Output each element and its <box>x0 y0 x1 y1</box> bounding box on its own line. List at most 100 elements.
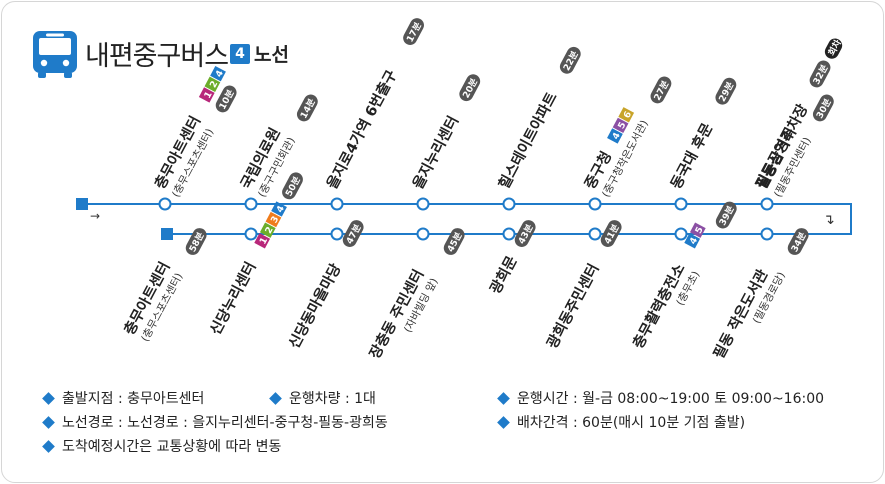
line-badge-1 <box>254 233 271 249</box>
station-dot <box>760 227 774 241</box>
end-marker <box>161 228 173 240</box>
bullet-icon <box>42 439 55 453</box>
station-time-bg <box>459 74 481 102</box>
bullet-icon <box>497 391 510 405</box>
line-badge-label: 3 <box>270 215 282 225</box>
route-number: 4 <box>230 43 250 64</box>
station-label-group: 장충동 주민센터(자바빌딩 앞)45분 <box>365 228 465 362</box>
line-badge-1 <box>198 87 215 103</box>
station-time-bg <box>600 220 622 247</box>
station-dot <box>244 197 258 211</box>
bullet-icon <box>42 415 55 429</box>
page-title: 내편중구버스 <box>85 41 229 72</box>
line-badge-label: 4 <box>611 131 623 141</box>
station-name: 광희문 <box>486 253 521 297</box>
station-name: 동국대 후문 <box>668 121 717 192</box>
station-time-bg <box>185 228 207 255</box>
line-badge-3 <box>265 211 282 228</box>
station-name: 충무활력충전소 <box>629 261 689 352</box>
line-badge-label: 1 <box>203 90 215 100</box>
line-badge-label: 5 <box>694 225 706 235</box>
legend-vehicles: 운행차량 : 1대 <box>269 388 376 408</box>
station-name: 신당동마을마당 <box>285 260 345 351</box>
line-badge-2 <box>259 222 276 238</box>
station-time-bg <box>650 76 672 104</box>
station-dot <box>760 197 774 211</box>
line-badge-label: 1 <box>258 236 270 246</box>
station-label-group: 국립의료원(중구구민회관)14분 <box>237 94 318 199</box>
legend-path: 노선경로 : 노선경로 : 을지누리센터-중구청-필동-광희동 <box>42 412 388 432</box>
station-name: 신당누리센터 <box>206 259 259 338</box>
station-time-bg <box>215 85 237 113</box>
route-label: 노선 <box>254 44 289 66</box>
station-name: 을지누리센터 <box>410 113 463 192</box>
start-marker <box>76 198 88 210</box>
station-label-group: 필동 작은도서관(필동경로당)34분 <box>709 228 809 362</box>
legend-note: 도착예정시간은 교통상황에 따라 변동 <box>42 436 281 456</box>
line-badge-2 <box>204 76 221 92</box>
station-dot <box>416 227 430 241</box>
station-time-bg <box>559 46 581 74</box>
line-badge-label: 4 <box>275 204 287 214</box>
station-dot <box>502 197 516 211</box>
start-arrow: → <box>90 209 100 223</box>
station-name: 힐스테이트아파트 <box>496 90 561 192</box>
station-name: 을지로4가역 6번출구 <box>324 67 401 191</box>
bus-icon <box>33 31 77 78</box>
station-time-bg <box>296 94 318 122</box>
station-time-bg <box>715 77 737 105</box>
station-name: 광희동주민센터 <box>543 261 603 352</box>
line-badge-6 <box>618 107 635 123</box>
station-dot <box>674 227 688 241</box>
line-badge-5 <box>689 222 706 238</box>
line-badge-label: 4 <box>214 69 226 79</box>
bullet-icon <box>497 415 510 429</box>
station-time-bg <box>787 228 809 255</box>
line-badge-4 <box>271 201 287 217</box>
line-badge-4 <box>210 66 226 82</box>
bullet-icon <box>42 391 55 405</box>
station-time-bg <box>443 228 465 255</box>
legend-hours: 운행시간 : 월-금 08:00~19:00 토 09:00~16:00 <box>497 388 824 408</box>
station-time-bg <box>514 220 536 247</box>
loop-arrow: ↴ <box>823 212 835 228</box>
station-dot <box>330 197 344 211</box>
station-time-bg <box>715 201 737 229</box>
line-badge-label: 4 <box>688 236 700 246</box>
station-dot <box>330 227 344 241</box>
station-dot <box>674 197 688 211</box>
station-dot <box>158 197 172 211</box>
legend-interval: 배차간격 : 60분(매시 10분 기점 출발) <box>497 412 745 432</box>
line-badge-label: 5 <box>617 121 629 131</box>
line-badge-label: 2 <box>209 80 221 90</box>
line-badge-4 <box>607 128 623 144</box>
station-dot <box>502 227 516 241</box>
legend-start: 출발지점 : 충무아트센터 <box>42 388 204 408</box>
station-dot <box>588 227 602 241</box>
station-dot <box>588 197 602 211</box>
station-time-bg <box>812 94 834 122</box>
route-badge: 4 노선 <box>230 40 289 67</box>
line-badge-label: 2 <box>264 225 276 235</box>
station-time-bg <box>403 18 424 45</box>
line-badge-4 <box>684 233 701 249</box>
station-time-bg <box>809 60 831 88</box>
station-dot <box>416 197 430 211</box>
station-time-bg <box>282 172 303 200</box>
line-badge-5 <box>612 117 629 134</box>
line-badge-label: 6 <box>622 110 634 120</box>
turnaround-tag-bg <box>824 38 843 59</box>
station-dot <box>244 227 258 241</box>
station-time-bg <box>342 220 364 247</box>
